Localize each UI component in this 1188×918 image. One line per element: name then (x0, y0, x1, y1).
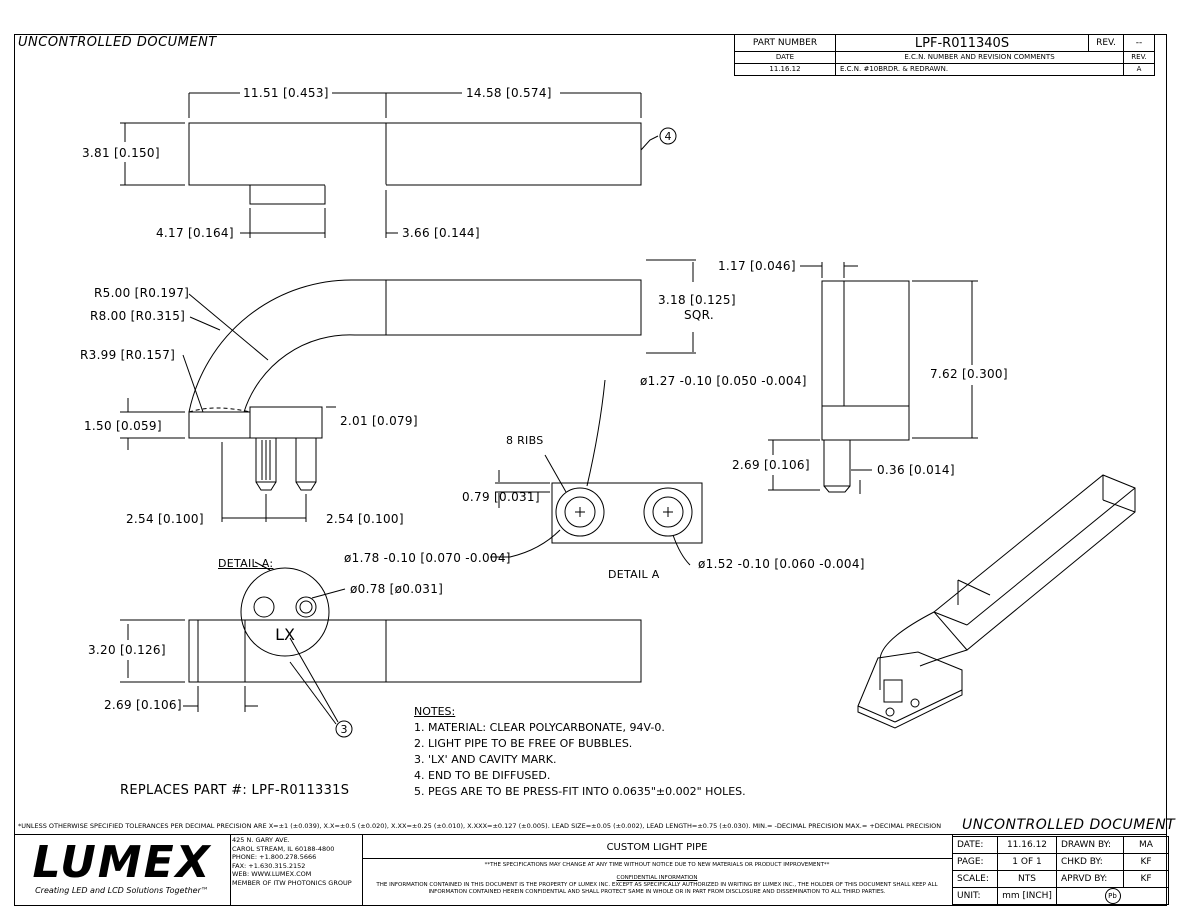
dim-3-81: 3.81 [0.150] (82, 146, 160, 160)
detail-a-label: DETAIL A: (218, 557, 274, 570)
part-number: LPF-R011340S (835, 34, 1089, 52)
logo-tagline: Creating LED and LCD Solutions Together™ (35, 886, 209, 895)
dim-2-54-left: 2.54 [0.100] (126, 512, 204, 526)
notes-title: NOTES: (414, 705, 456, 718)
dim-dia-1-27: ø1.27 -0.10 [0.050 -0.004] (640, 374, 807, 388)
dim-11-51: 11.51 [0.453] (243, 86, 329, 100)
sheet-border (14, 34, 1167, 906)
dim-2-69-bottom: 2.69 [0.106] (104, 698, 182, 712)
side-view-pipe (188, 279, 642, 413)
drawn-label: DRAWN BY: (1056, 836, 1124, 854)
dim-0-36: 0.36 [0.014] (877, 463, 955, 477)
dim-sqr: SQR. (684, 308, 714, 322)
revision-comment: E.C.N. #10BRDR. & REDRAWN. (835, 63, 1124, 76)
revision-letter: A (1123, 63, 1155, 76)
rev-value: -- (1123, 34, 1155, 52)
ribs-label: 8 RIBS (506, 434, 544, 447)
dim-2-69-side: 2.69 [0.106] (732, 458, 810, 472)
dim-0-79: 0.79 [0.031] (462, 490, 540, 504)
note-5: 5. PEGS ARE TO BE PRESS-FIT INTO 0.0635"… (414, 785, 746, 798)
dim-3-20: 3.20 [0.126] (88, 643, 166, 657)
pb-free-icon: Pb (1056, 887, 1169, 905)
page-label: PAGE: (952, 853, 998, 871)
revision-table: PART NUMBER LPF-R011340S REV. -- DATE E.… (734, 34, 1155, 76)
lumex-logo: LUMEX Creating LED and LCD Solutions Tog… (14, 838, 230, 904)
dim-14-58: 14.58 [0.574] (466, 86, 552, 100)
balloon-3-label: 3 (341, 723, 348, 736)
aprvd-label: APRVD BY: (1056, 870, 1124, 888)
detail-a-caption: DETAIL A (608, 568, 660, 581)
drawn-value: MA (1123, 836, 1169, 854)
company-address: 425 N. GARY AVE. CAROL STREAM, IL 60188-… (232, 836, 352, 887)
dim-2-54-right: 2.54 [0.100] (326, 512, 404, 526)
chkd-label: CHKD BY: (1056, 853, 1124, 871)
dim-dia-1-52: ø1.52 -0.10 [0.060 -0.004] (698, 557, 865, 571)
balloon-4-label: 4 (665, 130, 672, 143)
title-info-table: DATE: 11.16.12 DRAWN BY: MA PAGE: 1 OF 1… (952, 836, 1169, 905)
balloon-3 (335, 720, 353, 738)
dim-1-50: 1.50 [0.059] (84, 419, 162, 433)
aprvd-value: KF (1123, 870, 1169, 888)
date-value-footer: 11.16.12 (997, 836, 1057, 854)
note-1: 1. MATERIAL: CLEAR POLYCARBONATE, 94V-0. (414, 721, 665, 734)
page-value: 1 OF 1 (997, 853, 1057, 871)
title-block (14, 834, 1167, 907)
note-4: 4. END TO BE DIFFUSED. (414, 769, 551, 782)
dim-r3-99: R3.99 [R0.157] (80, 348, 176, 362)
dim-1-17: 1.17 [0.046] (718, 259, 796, 273)
lx-mark: LX (275, 625, 295, 644)
dim-4-17: 4.17 [0.164] (156, 226, 234, 240)
dim-r8: R8.00 [R0.315] (90, 309, 186, 323)
uncontrolled-label-bottom: UNCONTROLLED DOCUMENT (962, 817, 1176, 833)
spec-note: **THE SPECIFICATIONS MAY CHANGE AT ANY T… (484, 862, 830, 868)
note-3: 3. 'LX' AND CAVITY MARK. (414, 753, 557, 766)
confidential-title: CONFIDENTIAL INFORMATION (616, 875, 698, 881)
unit-value: mm [INCH] (997, 887, 1057, 905)
confidential-block: CONFIDENTIAL INFORMATION THE INFORMATION… (362, 875, 952, 896)
scale-value: NTS (997, 870, 1057, 888)
replaces-part: REPLACES PART #: LPF-R011331S (120, 783, 350, 798)
drawing-title: CUSTOM LIGHT PIPE (606, 842, 708, 853)
dim-3-66: 3.66 [0.144] (402, 226, 480, 240)
chkd-value: KF (1123, 853, 1169, 871)
revision-date: 11.16.12 (734, 63, 836, 76)
dim-dia-1-78: ø1.78 -0.10 [0.070 -0.004] (344, 551, 511, 565)
dim-3-18: 3.18 [0.125] (658, 293, 736, 307)
pb-free-symbol: Pb (1104, 888, 1121, 904)
unit-label: UNIT: (952, 887, 998, 905)
scale-label: SCALE: (952, 870, 998, 888)
uncontrolled-label-top: UNCONTROLLED DOCUMENT (18, 35, 217, 50)
balloon-4 (659, 127, 677, 145)
top-view-body (188, 122, 642, 186)
date-label-footer: DATE: (952, 836, 998, 854)
logo-text: LUMEX (32, 837, 212, 888)
dim-dia-0-78: ø0.78 [ø0.031] (350, 582, 444, 596)
notes-block: NOTES: 1. MATERIAL: CLEAR POLYCARBONATE,… (414, 704, 746, 800)
confidential-text: THE INFORMATION CONTAINED IN THIS DOCUME… (376, 882, 938, 895)
dim-2-01: 2.01 [0.079] (340, 414, 418, 428)
dim-r5: R5.00 [R0.197] (94, 286, 190, 300)
note-2: 2. LIGHT PIPE TO BE FREE OF BUBBLES. (414, 737, 633, 750)
tolerance-note: *UNLESS OTHERWISE SPECIFIED TOLERANCES P… (18, 822, 942, 830)
dim-7-62: 7.62 [0.300] (930, 367, 1008, 381)
